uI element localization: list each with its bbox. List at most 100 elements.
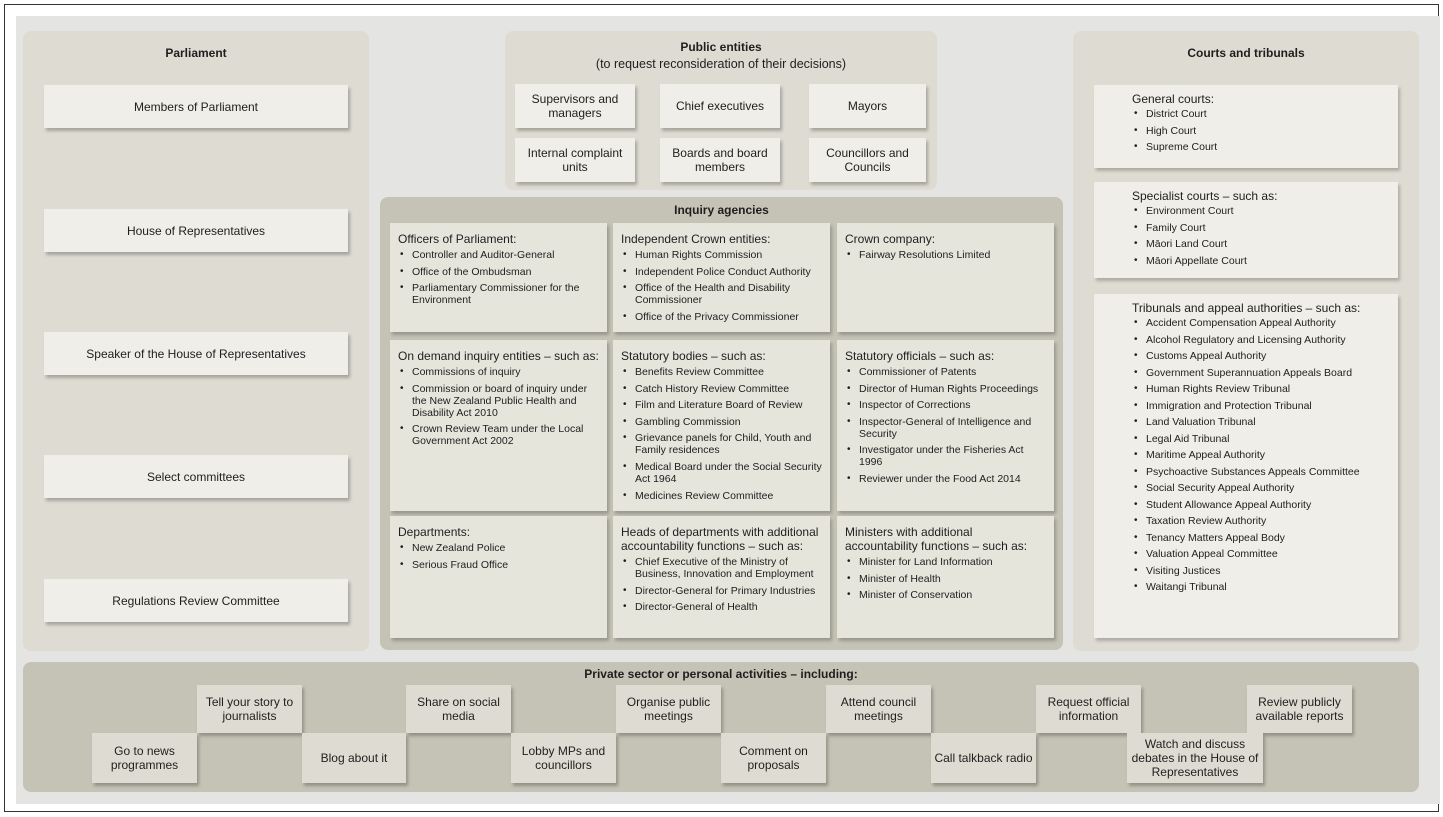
- parliament-item: Members of Parliament: [44, 85, 348, 128]
- parliament-item: House of Representatives: [44, 209, 348, 252]
- courts-group-heading: General courts:: [1132, 92, 1215, 106]
- courts-item: High Court: [1132, 125, 1388, 137]
- courts-item: Supreme Court: [1132, 141, 1388, 153]
- cell-item: Crown Review Team under the Local Govern…: [398, 423, 599, 447]
- courts-item: Immigration and Protection Tribunal: [1132, 400, 1388, 412]
- public-entity-item: Supervisors and managers: [515, 84, 635, 128]
- cell-item: Inspector of Corrections: [845, 399, 1046, 411]
- courts-item: Social Security Appeal Authority: [1132, 482, 1388, 494]
- courts-item: Legal Aid Tribunal: [1132, 433, 1388, 445]
- inquiry-cell-heads-of-departments: Heads of departments with additional acc…: [613, 516, 830, 638]
- cell-item: New Zealand Police: [398, 542, 599, 554]
- cell-item: Office of the Ombudsman: [398, 266, 599, 278]
- parliament-item: Speaker of the House of Representatives: [44, 332, 348, 375]
- courts-title: Courts and tribunals: [1187, 46, 1305, 60]
- courts-item: Alcohol Regulatory and Licensing Authori…: [1132, 334, 1388, 346]
- private-activity: Attend council meetings: [826, 685, 931, 733]
- inquiry-agencies-panel: Inquiry agencies Officers of Parliament:…: [380, 197, 1063, 650]
- courts-group-specialist: Specialist courts – such as: Environment…: [1094, 182, 1398, 278]
- courts-item: Visiting Justices: [1132, 565, 1388, 577]
- cell-item: Minister for Land Information: [845, 556, 1046, 568]
- cell-item: Gambling Commission: [621, 416, 822, 428]
- courts-item: Tenancy Matters Appeal Body: [1132, 532, 1388, 544]
- courts-group-heading: Specialist courts – such as:: [1132, 189, 1278, 203]
- public-entities-panel: Public entities (to request reconsiderat…: [505, 31, 937, 190]
- public-entity-item: Councillors and Councils: [809, 138, 926, 182]
- private-activity: Comment on proposals: [721, 733, 826, 783]
- cell-heading: Statutory officials – such as:: [845, 349, 995, 363]
- private-activity: Tell your story to journalists: [197, 685, 302, 733]
- courts-item: Environment Court: [1132, 205, 1388, 217]
- courts-item: Māori Land Court: [1132, 238, 1388, 250]
- courts-panel: Courts and tribunals General courts: Dis…: [1073, 31, 1419, 651]
- public-entity-item: Internal complaint units: [515, 138, 635, 182]
- cell-item: Independent Police Conduct Authority: [621, 266, 822, 278]
- cell-item: Minister of Health: [845, 573, 1046, 585]
- cell-item: Fairway Resolutions Limited: [845, 249, 1046, 261]
- cell-heading: Officers of Parliament:: [398, 232, 517, 246]
- private-activity: Lobby MPs and councillors: [511, 733, 616, 783]
- courts-item: Waitangi Tribunal: [1132, 581, 1388, 593]
- courts-item: Human Rights Review Tribunal: [1132, 383, 1388, 395]
- courts-group-heading: Tribunals and appeal authorities – such …: [1132, 301, 1361, 315]
- courts-item: District Court: [1132, 108, 1388, 120]
- cell-item: Inspector-General of Intelligence and Se…: [845, 416, 1046, 440]
- cell-item: Office of the Health and Disability Comm…: [621, 282, 822, 306]
- cell-item: Medicines Review Committee: [621, 490, 822, 502]
- inquiry-cell-crown-company: Crown company: Fairway Resolutions Limit…: [837, 223, 1054, 332]
- inquiry-cell-crown-entities: Independent Crown entities: Human Rights…: [613, 223, 830, 332]
- cell-item: Director-General for Primary Industries: [621, 585, 822, 597]
- cell-item: Film and Literature Board of Review: [621, 399, 822, 411]
- private-activity: Go to news programmes: [92, 733, 197, 783]
- courts-item: Land Valuation Tribunal: [1132, 416, 1388, 428]
- private-activity: Call talkback radio: [931, 733, 1036, 783]
- cell-item: Benefits Review Committee: [621, 366, 822, 378]
- cell-heading: Departments:: [398, 525, 471, 539]
- courts-item: Maritime Appeal Authority: [1132, 449, 1388, 461]
- parliament-item: Regulations Review Committee: [44, 579, 348, 622]
- inquiry-cell-on-demand: On demand inquiry entities – such as: Co…: [390, 340, 607, 511]
- courts-item: Family Court: [1132, 222, 1388, 234]
- cell-item: Director-General of Health: [621, 601, 822, 613]
- cell-item: Reviewer under the Food Act 2014: [845, 473, 1046, 485]
- cell-heading: Heads of departments with additional acc…: [621, 525, 819, 553]
- private-activity: Review publicly available reports: [1247, 685, 1352, 733]
- courts-item: Government Superannuation Appeals Board: [1132, 367, 1388, 379]
- cell-heading: Ministers with additional accountability…: [845, 525, 1028, 553]
- inquiry-cell-statutory-bodies: Statutory bodies – such as: Benefits Rev…: [613, 340, 830, 511]
- cell-heading: Independent Crown entities:: [621, 232, 771, 246]
- private-sector-title: Private sector or personal activities – …: [584, 667, 858, 681]
- inquiry-cell-ministers: Ministers with additional accountability…: [837, 516, 1054, 638]
- cell-item: Investigator under the Fisheries Act 199…: [845, 444, 1046, 468]
- cell-item: Parliamentary Commissioner for the Envir…: [398, 282, 599, 306]
- courts-item: Accident Compensation Appeal Authority: [1132, 317, 1388, 329]
- cell-item: Grievance panels for Child, Youth and Fa…: [621, 432, 822, 456]
- cell-item: Serious Fraud Office: [398, 559, 599, 571]
- cell-item: Commissioner of Patents: [845, 366, 1046, 378]
- public-entity-item: Boards and board members: [660, 138, 780, 182]
- cell-item: Human Rights Commission: [621, 249, 822, 261]
- private-activity: Watch and discuss debates in the House o…: [1127, 733, 1263, 783]
- parliament-panel: Parliament Members of Parliament House o…: [23, 31, 369, 651]
- courts-item: Māori Appellate Court: [1132, 255, 1388, 267]
- courts-group-tribunals: Tribunals and appeal authorities – such …: [1094, 294, 1398, 638]
- public-entity-item: Chief executives: [660, 84, 780, 128]
- cell-item: Office of the Privacy Commissioner: [621, 311, 822, 323]
- courts-item: Customs Appeal Authority: [1132, 350, 1388, 362]
- inquiry-cell-departments: Departments: New Zealand Police Serious …: [390, 516, 607, 638]
- cell-heading: Statutory bodies – such as:: [621, 349, 766, 363]
- public-entities-subtitle: (to request reconsideration of their dec…: [595, 57, 847, 71]
- public-entity-item: Mayors: [809, 84, 926, 128]
- parliament-item: Select committees: [44, 455, 348, 498]
- private-activity: Organise public meetings: [616, 685, 721, 733]
- private-activity: Blog about it: [302, 733, 406, 783]
- cell-item: Chief Executive of the Ministry of Busin…: [621, 556, 822, 580]
- cell-item: Commissions of inquiry: [398, 366, 599, 378]
- courts-item: Student Allowance Appeal Authority: [1132, 499, 1388, 511]
- cell-item: Controller and Auditor-General: [398, 249, 599, 261]
- cell-item: Catch History Review Committee: [621, 383, 822, 395]
- private-activity: Share on social media: [406, 685, 511, 733]
- private-activity: Request official information: [1036, 685, 1141, 733]
- cell-heading: On demand inquiry entities – such as:: [398, 349, 599, 363]
- cell-item: Minister of Conservation: [845, 589, 1046, 601]
